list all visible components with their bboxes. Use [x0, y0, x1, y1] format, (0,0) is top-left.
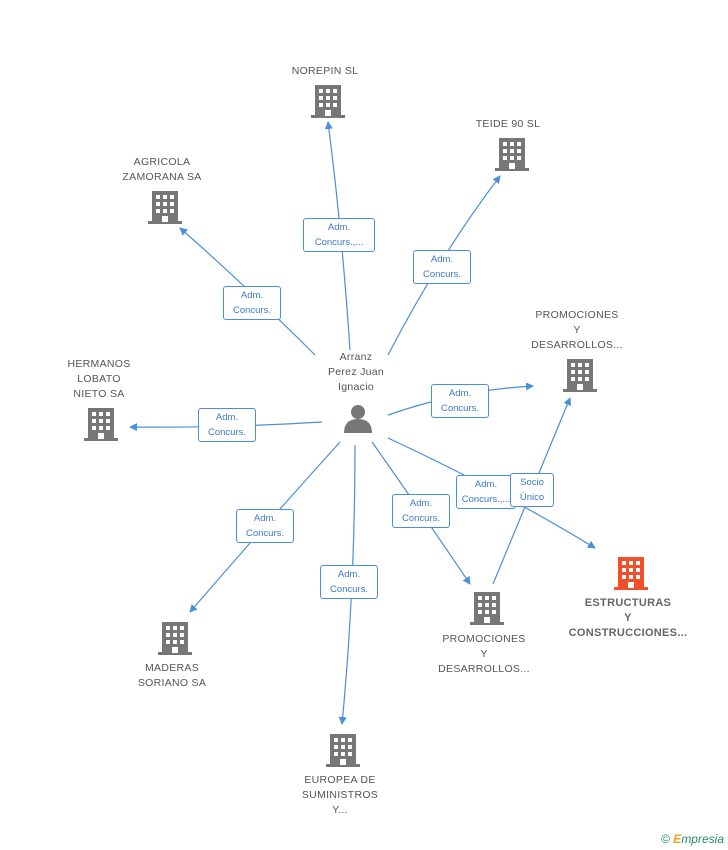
company-label-promo-bot[interactable]: PROMOCIONES Y DESARROLLOS... — [438, 633, 530, 675]
relation-label-maderas[interactable]: Adm. Concurs. — [236, 509, 294, 543]
building-icon-estructuras[interactable] — [614, 557, 648, 590]
company-label-promo-top[interactable]: PROMOCIONES Y DESARROLLOS... — [531, 309, 623, 351]
company-label-europea[interactable]: EUROPEA DE SUMINISTROS Y... — [301, 774, 379, 816]
building-icon-teide[interactable] — [495, 138, 529, 171]
relation-label-promo-bot[interactable]: Adm. Concurs. — [392, 494, 450, 528]
relation-label-estructuras[interactable]: Adm. Concurs.,... — [456, 475, 516, 509]
company-label-teide[interactable]: TEIDE 90 SL — [475, 118, 541, 130]
relation-label-norepin[interactable]: Adm. Concurs.,... — [303, 218, 375, 252]
relation-label-promo-top[interactable]: Adm. Concurs. — [431, 384, 489, 418]
company-label-norepin[interactable]: NOREPIN SL — [291, 65, 359, 77]
brand-name: mpresia — [681, 832, 724, 846]
center-person-name[interactable]: Arranz Perez Juan Ignacio — [327, 351, 385, 393]
relation-label-agricola[interactable]: Adm. Concurs. — [223, 286, 281, 320]
copyright-icon: © — [661, 832, 670, 846]
relation-label-teide[interactable]: Adm. Concurs. — [413, 250, 471, 284]
brand-logo-e: E — [673, 832, 682, 846]
relation-label-europea[interactable]: Adm. Concurs. — [320, 565, 378, 599]
company-label-agricola[interactable]: AGRICOLA ZAMORANA SA — [122, 156, 202, 183]
relation-label-socio[interactable]: Socio Único — [510, 473, 554, 507]
building-icon-hermanos[interactable] — [84, 408, 118, 441]
company-label-maderas[interactable]: MADERAS SORIANO SA — [137, 662, 207, 689]
company-label-hermanos[interactable]: HERMANOS LOBATO NIETO SA — [67, 358, 131, 400]
building-icon-europea[interactable] — [326, 734, 360, 767]
building-icon-promo-top[interactable] — [563, 359, 597, 392]
relation-label-hermanos[interactable]: Adm. Concurs. — [198, 408, 256, 442]
empresia-brand[interactable]: © Empresia — [661, 832, 724, 846]
building-icon-maderas[interactable] — [158, 622, 192, 655]
building-icon-norepin[interactable] — [311, 85, 345, 118]
building-icon-agricola[interactable] — [148, 191, 182, 224]
company-label-estructuras[interactable]: ESTRUCTURAS Y CONSTRUCCIONES... — [568, 597, 688, 639]
building-icon-promo-bot[interactable] — [470, 592, 504, 625]
person-icon[interactable] — [344, 405, 372, 433]
